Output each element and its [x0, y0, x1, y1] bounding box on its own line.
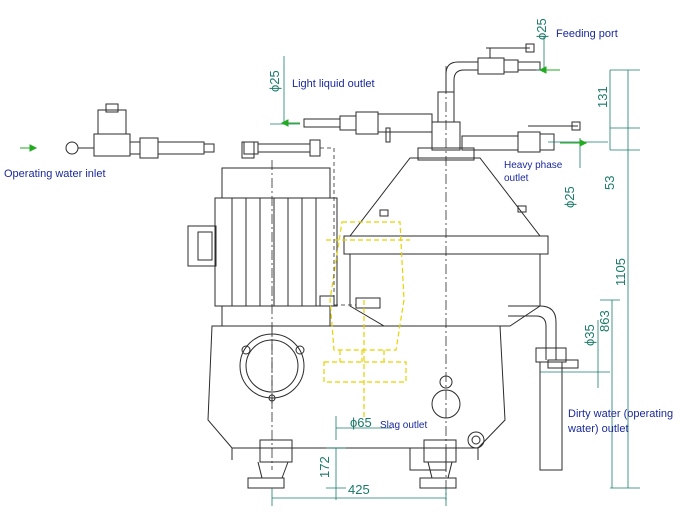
dim-slag-diameter: ϕ65 [350, 415, 372, 430]
label-dirty-water-line2: water) outlet [568, 423, 629, 435]
phantom-bowl [323, 221, 410, 420]
label-heavy-phase-outlet-line2: outlet [504, 173, 529, 184]
dim-height-131: 131 [595, 86, 610, 108]
heavy-phase-pipe [461, 121, 581, 153]
dim-light-diameter: ϕ25 [267, 70, 282, 92]
label-slag-outlet: Slag outlet [380, 420, 428, 431]
label-operating-water-inlet: Operating water inlet [4, 168, 106, 180]
feeding-pipe [445, 43, 541, 92]
light-liquid-pipe [303, 111, 433, 143]
dim-dirty-diameter: ϕ35 [582, 324, 597, 346]
operating-water-pipe [65, 103, 321, 159]
dim-height-172: 172 [317, 456, 332, 478]
dim-height-1105: 1105 [613, 258, 628, 286]
label-feeding-port: Feeding port [556, 28, 618, 40]
label-heavy-phase-outlet-line1: Heavy phase [504, 160, 563, 171]
dim-feed-diameter: ϕ25 [534, 18, 549, 40]
label-light-liquid-outlet: Light liquid outlet [292, 78, 375, 90]
dim-height-53: 53 [602, 175, 617, 190]
dim-heavy-diameter: ϕ25 [562, 186, 577, 208]
dim-height-863: 863 [597, 310, 612, 332]
label-dirty-water-line1: Dirty water (operating [568, 408, 674, 420]
flow-arrows [20, 66, 588, 152]
motor [187, 141, 338, 327]
dimension-lines [270, 36, 640, 506]
dirty-water-pipe [508, 305, 579, 471]
dim-width-425: 425 [348, 482, 370, 497]
